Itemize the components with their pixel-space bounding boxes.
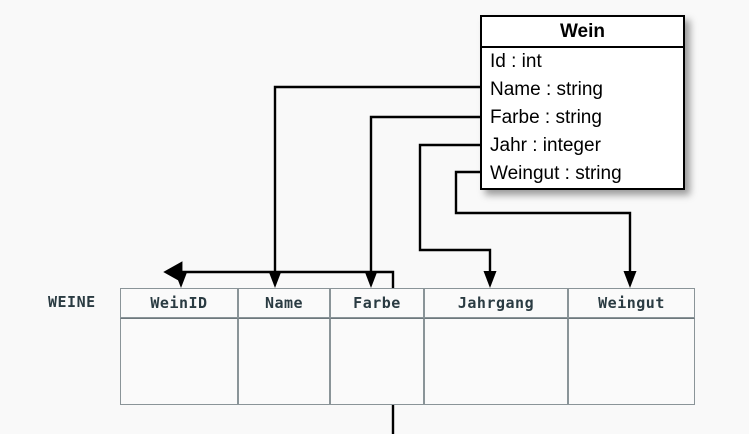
connector-name-to-name (273, 85, 480, 272)
table-cell-farbe[interactable] (330, 318, 424, 405)
arrowhead-jahrgang (483, 271, 497, 288)
table-row (120, 318, 695, 405)
uml-attribute-id: Id : int (490, 51, 542, 72)
uml-class-box[interactable]: Wein Id : int Name : string Farbe : stri… (480, 15, 685, 190)
uml-attribute-jahr: Jahr : integer (490, 135, 601, 156)
table-cell-weinid[interactable] (120, 318, 238, 405)
connector-jahr-to-jahrgang (418, 143, 492, 272)
column-header-weinid[interactable]: WeinID (120, 288, 238, 318)
relational-table-name: WEINE (48, 293, 96, 311)
uml-attribute-name: Name : string (490, 79, 603, 100)
arrowhead-name (268, 271, 282, 288)
arrowhead-weinid (174, 271, 188, 288)
connector-weingut-to-weingut (454, 170, 632, 272)
column-header-farbe[interactable]: Farbe (330, 288, 424, 318)
relational-table: WeinID Name Farbe Jahrgang Weingut (120, 288, 695, 405)
column-header-jahrgang[interactable]: Jahrgang (424, 288, 568, 318)
uml-class-name: Wein (482, 17, 683, 48)
arrowhead-weingut (623, 271, 637, 288)
uml-attribute-weingut: Weingut : string (490, 163, 622, 184)
table-cell-weingut[interactable] (568, 318, 695, 405)
table-header-row: WeinID Name Farbe Jahrgang Weingut (120, 288, 695, 318)
connector-farbe-to-farbe (369, 115, 480, 272)
uml-attribute-farbe: Farbe : string (490, 107, 602, 128)
column-header-weingut[interactable]: Weingut (568, 288, 695, 318)
table-cell-name[interactable] (238, 318, 330, 405)
uml-attribute-list: Id : int Name : string Farbe : string Ja… (482, 48, 683, 188)
arrowhead-farbe (364, 271, 378, 288)
table-cell-jahrgang[interactable] (424, 318, 568, 405)
column-header-name[interactable]: Name (238, 288, 330, 318)
connector-id-to-weinid (163, 261, 395, 434)
